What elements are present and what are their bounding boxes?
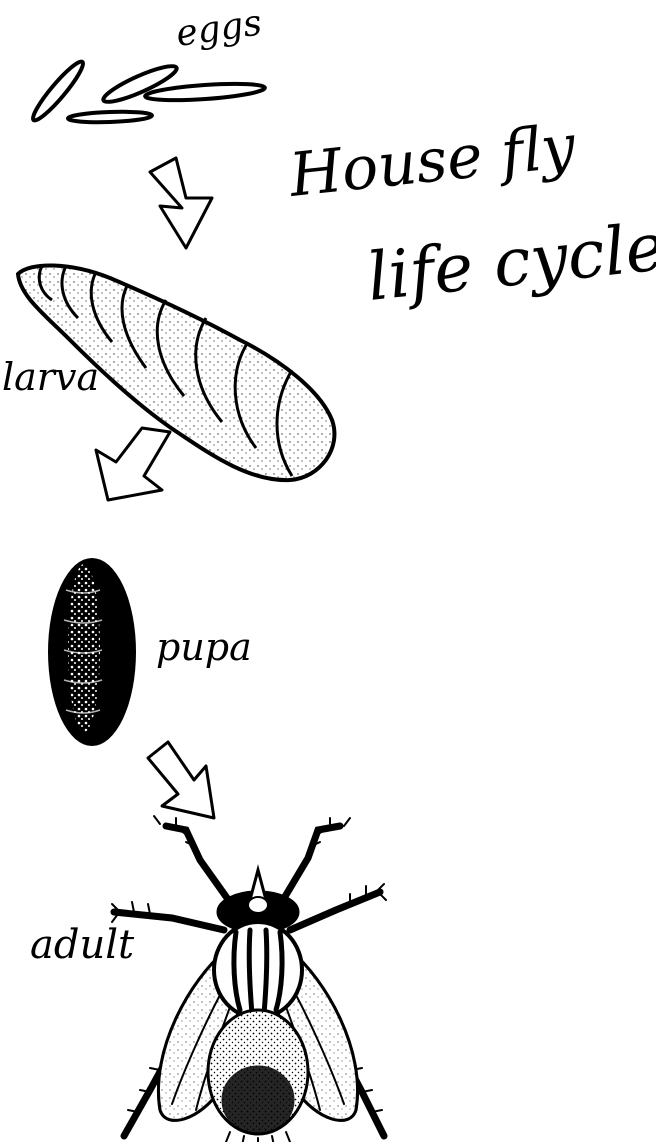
adult-fly-illustration [112, 816, 386, 1142]
stage-larva: larva [2, 265, 334, 480]
stage-eggs: eggs [28, 2, 265, 124]
egg [145, 81, 266, 103]
arrow-eggs-to-larva [150, 158, 212, 248]
arrow-pupa-to-adult [148, 742, 214, 818]
fly-thorax [214, 922, 302, 1018]
stage-adult: adult [30, 816, 386, 1142]
fly-abdomen [208, 1010, 308, 1142]
egg [68, 111, 152, 124]
title: House fly life cycle [285, 111, 656, 316]
title-line-2: life cycle [364, 208, 656, 316]
pupa-illustration [48, 558, 136, 746]
arrow-larva-to-pupa [96, 428, 170, 500]
title-line-1: House fly [285, 111, 579, 211]
larva-label: larva [2, 355, 99, 399]
stage-pupa: pupa [48, 558, 252, 746]
adult-label: adult [30, 922, 135, 968]
eggs-label: eggs [174, 2, 265, 55]
pupa-label: pupa [156, 625, 252, 669]
eggs-illustration [28, 57, 265, 124]
